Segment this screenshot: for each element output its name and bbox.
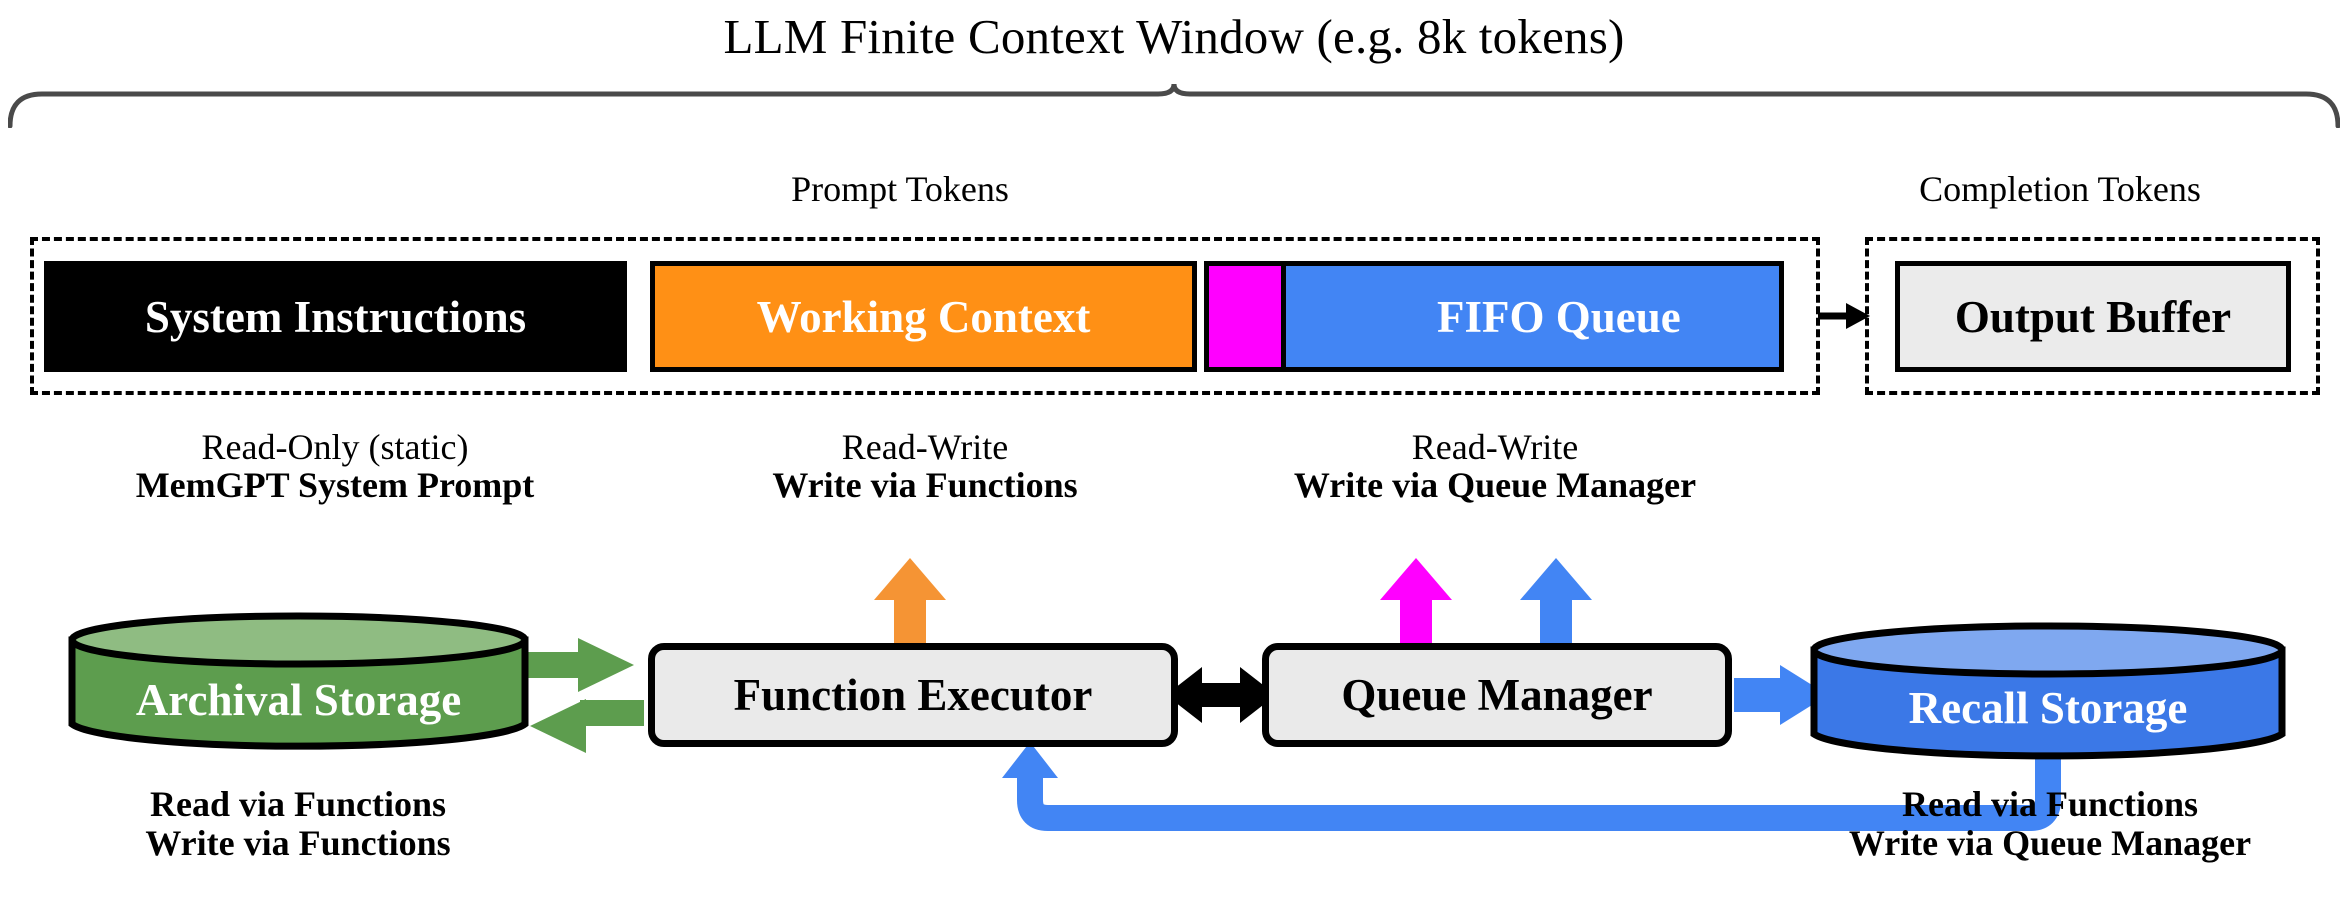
archival-to-function-executor-arrow-icon: [528, 638, 634, 692]
queue-manager-label: Queue Manager: [1341, 670, 1653, 720]
function-executor-label: Function Executor: [733, 670, 1093, 720]
queue-manager-box[interactable]: Queue Manager: [1262, 643, 1732, 747]
annotation-line-2: MemGPT System Prompt: [135, 465, 535, 506]
annotation-line-1: Read-Write: [841, 427, 1009, 467]
archival-storage-caption: Read via Functions Write via Functions: [48, 785, 548, 862]
fifo-queue-evicted-segment: [1209, 266, 1286, 367]
function-executor-to-archival-arrow-icon: [530, 699, 644, 753]
fifo-queue-block[interactable]: FIFO Queue: [1204, 261, 1784, 372]
caption-line-2: Write via Functions: [145, 822, 451, 863]
caption-line-2: Write via Queue Manager: [1848, 822, 2252, 863]
system-instructions-annotation: Read-Only (static) MemGPT System Prompt: [40, 428, 630, 504]
working-context-block[interactable]: Working Context: [650, 261, 1197, 372]
recall-storage-label: Recall Storage: [1908, 683, 2188, 733]
caption-line-1: Read via Functions: [149, 784, 447, 824]
diagram-title: LLM Finite Context Window (e.g. 8k token…: [723, 9, 1625, 64]
prompt-tokens-caption: Prompt Tokens: [791, 169, 1009, 209]
system-instructions-block[interactable]: System Instructions: [44, 261, 627, 372]
fifo-queue-annotation: Read-Write Write via Queue Manager: [1180, 428, 1810, 504]
completion-tokens-caption: Completion Tokens: [1919, 169, 2201, 209]
working-context-annotation: Read-Write Write via Functions: [655, 428, 1195, 504]
output-buffer-block[interactable]: Output Buffer: [1895, 261, 2291, 372]
annotation-line-1: Read-Only (static): [201, 427, 469, 467]
annotation-line-2: Write via Functions: [772, 465, 1078, 506]
context-window-brace: [8, 82, 2340, 128]
function-executor-queue-manager-bidirectional-arrow-icon: [1166, 667, 1276, 723]
recall-to-function-executor-arrowhead: [1002, 742, 1058, 778]
working-context-up-arrow-icon: [874, 558, 946, 646]
annotation-line-2: Write via Queue Manager: [1293, 465, 1697, 506]
fifo-evicted-up-arrow-icon: [1380, 558, 1452, 646]
archival-storage-label: Archival Storage: [135, 675, 462, 725]
fifo-queue-label: FIFO Queue: [1437, 291, 1681, 342]
output-buffer-label: Output Buffer: [1954, 291, 2232, 342]
recall-storage-cylinder[interactable]: Recall Storage: [1808, 622, 2288, 762]
archival-storage-cylinder[interactable]: Archival Storage: [66, 612, 531, 752]
annotation-line-1: Read-Write: [1411, 427, 1579, 467]
caption-line-1: Read via Functions: [1901, 784, 2199, 824]
working-context-label: Working Context: [756, 291, 1091, 342]
fifo-queue-up-arrow-icon: [1520, 558, 1592, 646]
system-instructions-label: System Instructions: [144, 291, 527, 342]
function-executor-box[interactable]: Function Executor: [648, 643, 1178, 747]
fifo-to-output-arrow-icon: [1818, 300, 1870, 332]
recall-storage-caption: Read via Functions Write via Queue Manag…: [1790, 785, 2310, 862]
